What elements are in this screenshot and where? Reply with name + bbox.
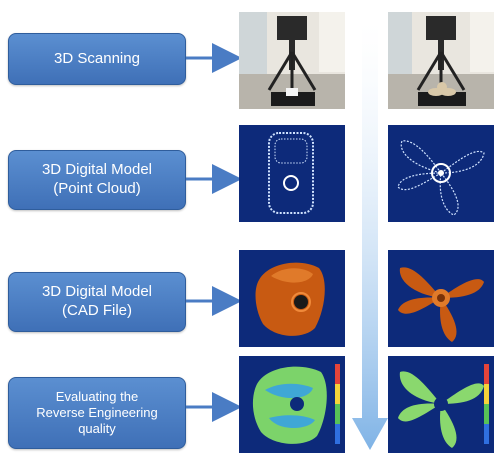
step-3d-scanning: 3D Scanning xyxy=(8,33,186,85)
cad-model-fan xyxy=(388,250,494,347)
step-label-line: 3D Digital Model xyxy=(41,161,153,179)
step-cad-file: 3D Digital Model (CAD File) xyxy=(8,272,186,332)
step-label-line: 3D Digital Model xyxy=(41,283,153,301)
cad-model-part xyxy=(239,250,345,347)
evaluation-map-part xyxy=(239,356,345,453)
point-cloud-fan xyxy=(388,125,494,222)
scan-photo-part xyxy=(239,12,345,109)
scan-photo-fan xyxy=(388,12,494,109)
step-label-line: Evaluating the xyxy=(55,388,139,404)
step-label-line: Reverse Engineering xyxy=(36,404,158,420)
step-label-line: (Point Cloud) xyxy=(53,180,141,197)
step-label-line: (CAD File) xyxy=(62,302,132,319)
point-cloud-part xyxy=(239,125,345,222)
evaluation-map-fan xyxy=(388,356,494,453)
step-evaluation: Evaluating the Reverse Engineering quali… xyxy=(8,377,186,449)
step-label-line: 3D Scanning xyxy=(54,49,140,67)
step-label-line: quality xyxy=(78,421,116,437)
down-arrow xyxy=(352,22,388,450)
step-point-cloud: 3D Digital Model (Point Cloud) xyxy=(8,150,186,210)
